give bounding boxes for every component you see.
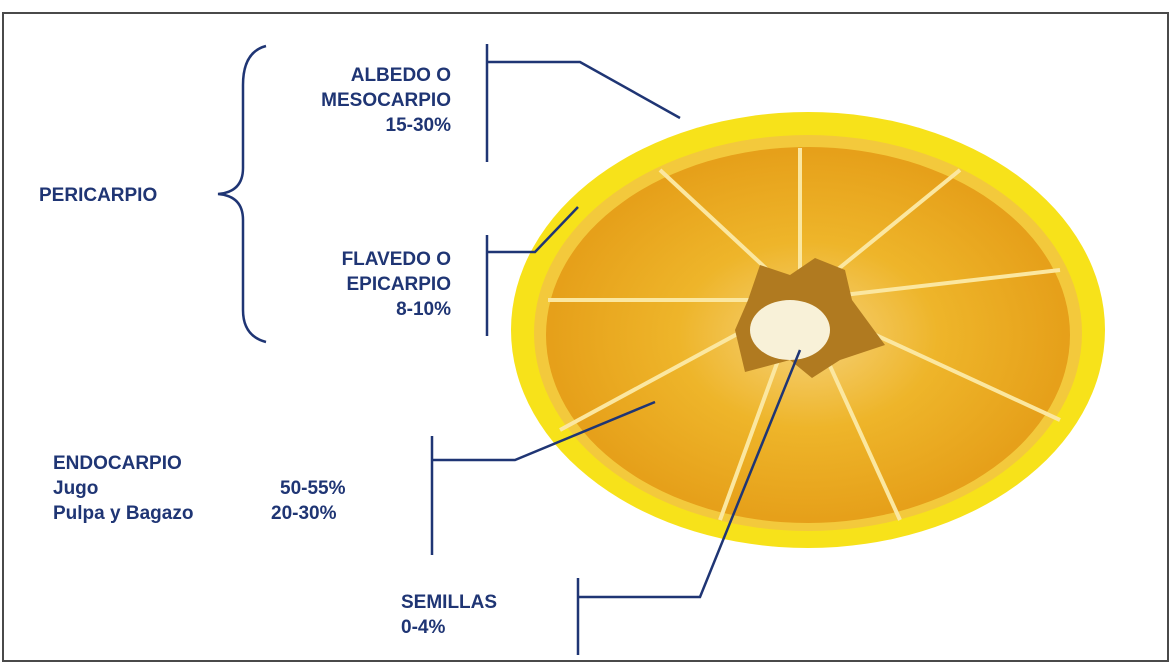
endocarpio-label: ENDOCARPIO Jugo 50-55% Pulpa y Bagazo 20… <box>53 451 193 526</box>
albedo-title-line1: ALBEDO O <box>321 63 451 88</box>
jugo-percentage: 50-55% <box>280 476 346 501</box>
orange-illustration <box>511 112 1105 548</box>
endocarpio-row-jugo: Jugo 50-55% <box>53 476 193 501</box>
pulpa-percentage: 20-30% <box>271 501 337 526</box>
albedo-connector <box>487 44 680 162</box>
jugo-name: Jugo <box>53 478 98 499</box>
pericarpio-brace <box>218 46 266 342</box>
endocarpio-title: ENDOCARPIO <box>53 451 193 476</box>
pericarpio-label: PERICARPIO <box>39 183 157 208</box>
albedo-title-line2: MESOCARPIO <box>321 88 451 113</box>
flavedo-title-line2: EPICARPIO <box>342 272 451 297</box>
semillas-percentage: 0-4% <box>401 615 497 640</box>
albedo-label: ALBEDO O MESOCARPIO 15-30% <box>321 63 451 138</box>
flavedo-title-line1: FLAVEDO O <box>342 247 451 272</box>
endocarpio-row-pulpa: Pulpa y Bagazo 20-30% <box>53 501 193 526</box>
flavedo-label: FLAVEDO O EPICARPIO 8-10% <box>342 247 451 322</box>
semillas-label: SEMILLAS 0-4% <box>401 590 497 640</box>
orange-pith-center <box>750 300 830 360</box>
albedo-percentage: 15-30% <box>321 113 451 138</box>
flavedo-percentage: 8-10% <box>342 297 451 322</box>
pulpa-name: Pulpa y Bagazo <box>53 503 193 524</box>
pericarpio-text: PERICARPIO <box>39 185 157 206</box>
semillas-title: SEMILLAS <box>401 590 497 615</box>
